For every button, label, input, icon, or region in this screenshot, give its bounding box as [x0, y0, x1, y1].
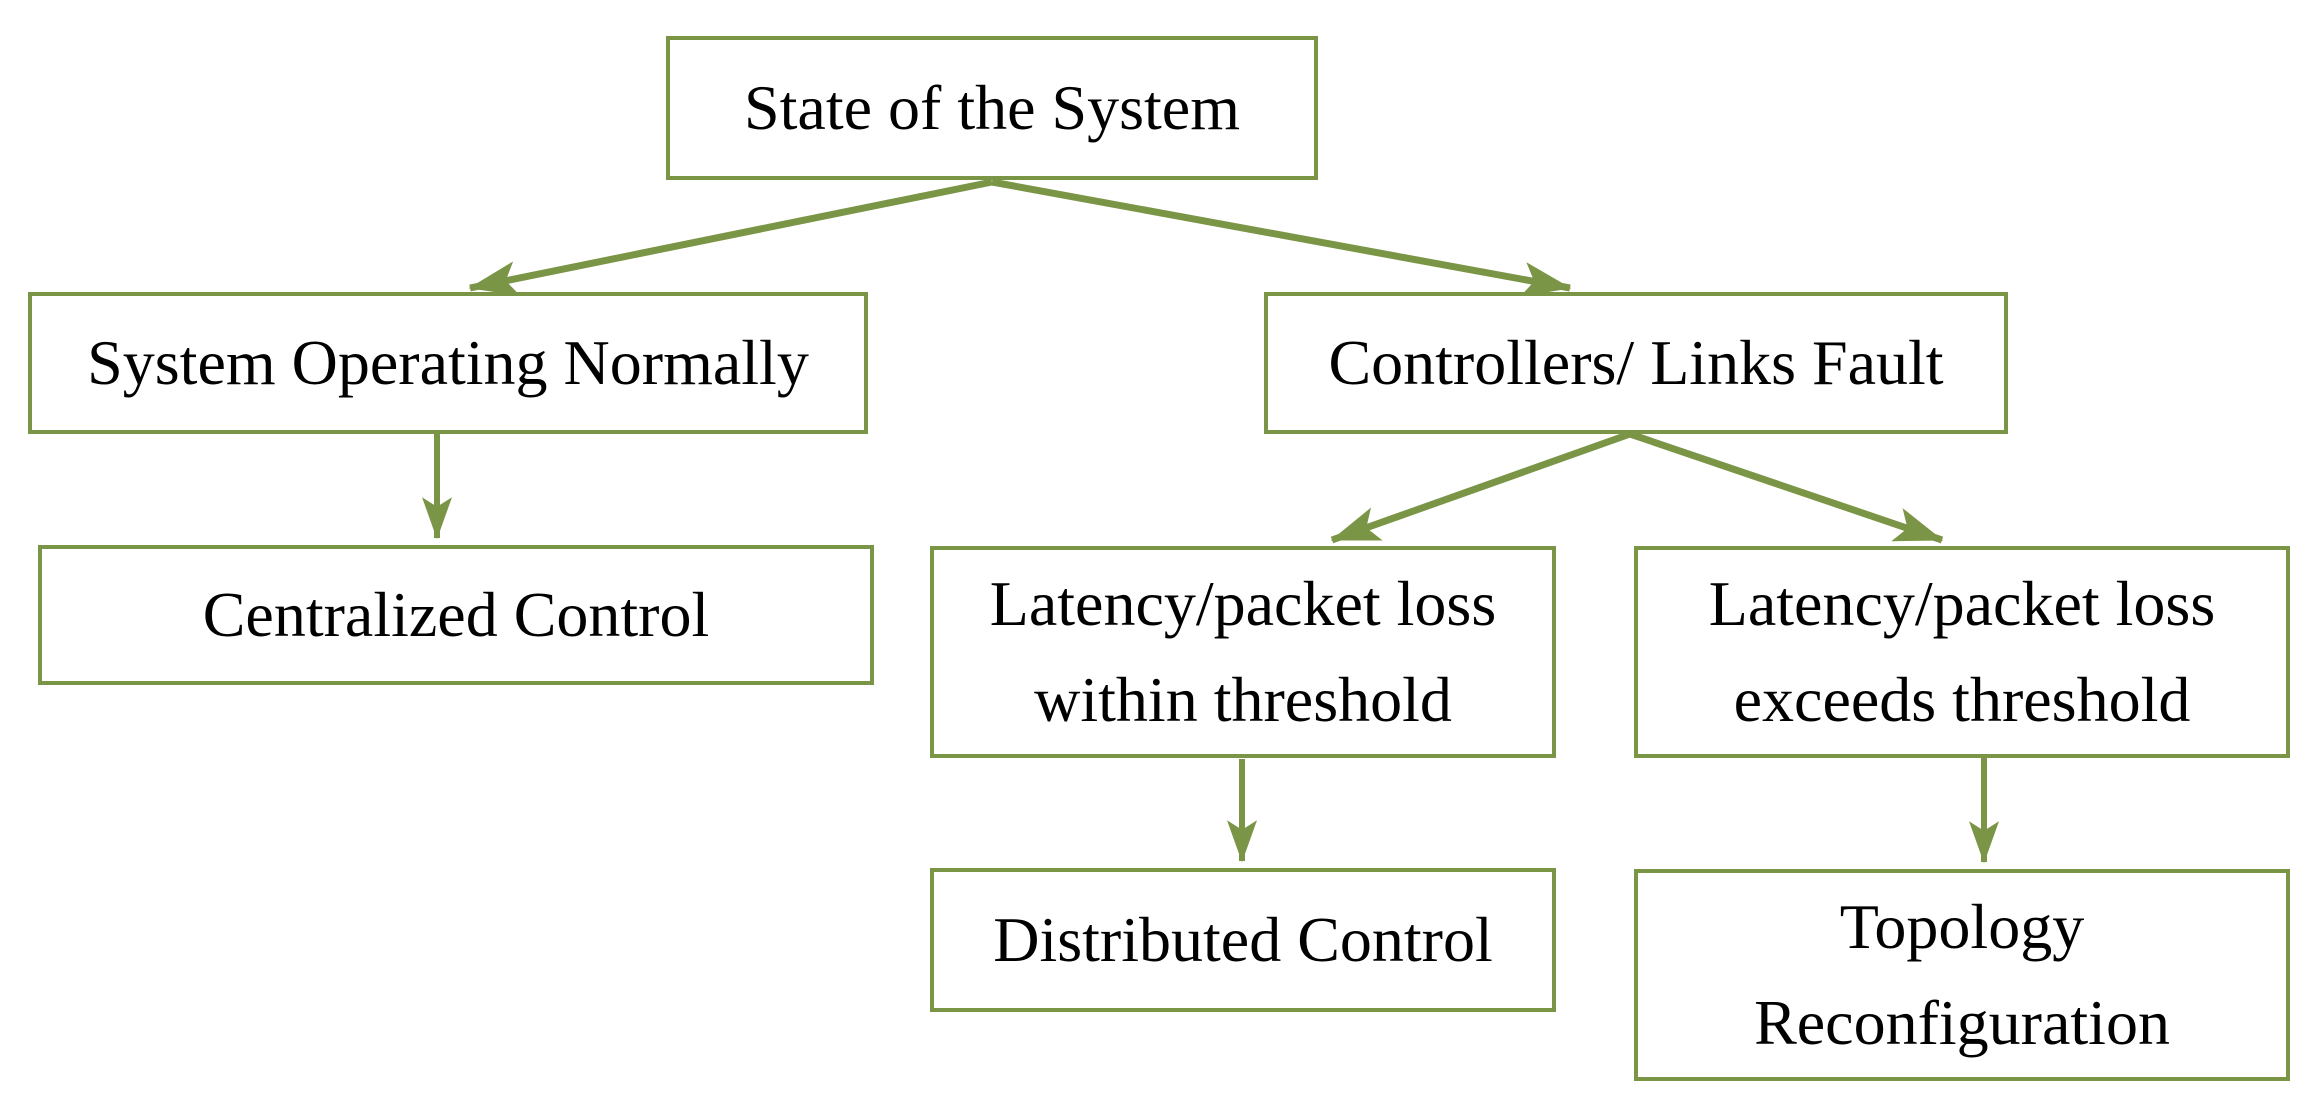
node-system-operating-normally: System Operating Normally	[28, 292, 868, 434]
node-controllers-links-fault: Controllers/ Links Fault	[1264, 292, 2008, 434]
node-centralized-control: Centralized Control	[38, 545, 874, 685]
node-distributed-control: Distributed Control	[930, 868, 1556, 1012]
arrow-state-to-fault	[991, 178, 1572, 297]
arrow-state-to-normal	[468, 178, 993, 296]
node-state-of-the-system: State of the System	[666, 36, 1318, 180]
node-latency-within-threshold: Latency/packet loss within threshold	[930, 546, 1556, 758]
arrow-fault-to-within	[1330, 430, 1632, 544]
node-latency-exceeds-threshold: Latency/packet loss exceeds threshold	[1634, 546, 2290, 758]
arrow-fault-to-exceeds	[1628, 430, 1944, 544]
node-topology-reconfiguration: Topology Reconfiguration	[1634, 869, 2290, 1081]
